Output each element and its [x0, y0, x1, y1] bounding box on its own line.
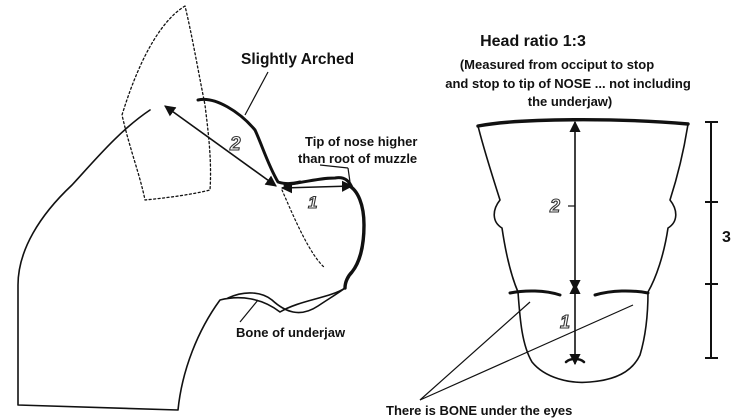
nose-pointer-2 — [347, 167, 351, 183]
left-eye-bone — [508, 289, 562, 297]
tip-of-nose-line2: than root of muzzle — [298, 151, 417, 166]
skull-length-arrow — [164, 105, 277, 187]
muzzle-length-number: 1 — [308, 193, 317, 212]
mouth-line — [281, 189, 326, 269]
underjaw-pointer — [239, 299, 259, 323]
eye-bone-pointer-right — [419, 304, 634, 401]
ratio-total-number: 3 — [722, 229, 731, 246]
ear-outline — [121, 5, 212, 201]
muzzle-length-arrow — [280, 180, 354, 194]
bone-under-eyes-label: There is BONE under the eyes — [386, 403, 572, 418]
slightly-arched-label: Slightly Arched — [241, 51, 354, 68]
right-eye-bone — [593, 289, 650, 297]
muzzle-front-outline — [517, 291, 649, 384]
front-view: 2 1 3 — [419, 118, 731, 401]
side-profile: 2 1 — [17, 5, 366, 411]
measured-note-line2: and stop to tip of NOSE ... not includin… — [445, 76, 691, 91]
nose-pointer — [319, 164, 349, 169]
head-ratio-title: Head ratio 1:3 — [480, 33, 586, 50]
front-muzzle-number: 1 — [560, 312, 570, 332]
nose-chin-line — [343, 183, 366, 290]
arch-pointer — [244, 71, 269, 116]
skull-length-number: 2 — [229, 134, 241, 155]
underjaw-line — [227, 287, 346, 314]
tip-of-nose-line1: Tip of nose higher — [305, 134, 417, 149]
skull-front-top — [476, 118, 690, 128]
bone-of-underjaw-label: Bone of underjaw — [236, 325, 346, 340]
eye-bone-pointer-left — [419, 301, 531, 401]
skull-front-outline-left — [477, 125, 519, 293]
front-skull-number: 2 — [549, 196, 560, 216]
measured-note-line1: (Measured from occiput to stop — [460, 57, 654, 72]
neck-outline — [17, 109, 346, 411]
measured-note-line3: the underjaw) — [528, 94, 613, 109]
